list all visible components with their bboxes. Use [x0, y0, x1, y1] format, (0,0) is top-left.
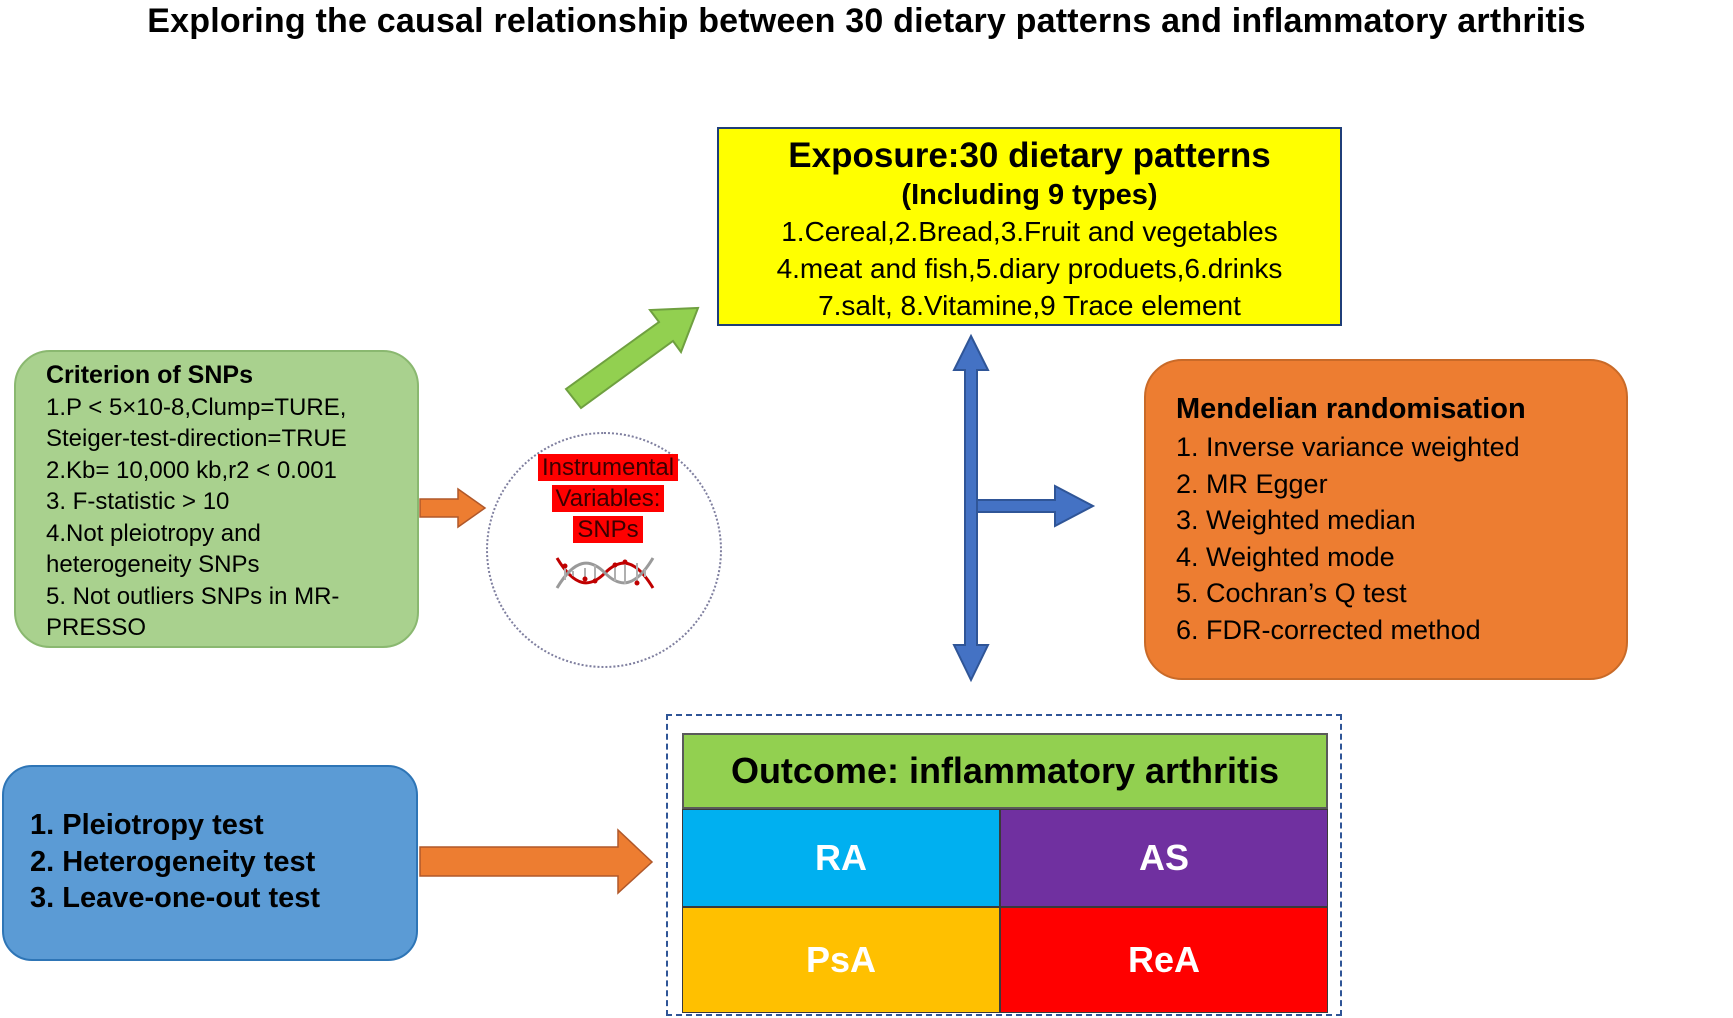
- mendelian-randomisation-box: Mendelian randomisation 1. Inverse varia…: [1144, 359, 1628, 680]
- blue-double-arrow: [952, 333, 990, 683]
- exposure-box: Exposure:30 dietary patterns (Including …: [717, 127, 1342, 326]
- outcome-dashed-frame: [666, 714, 1342, 1016]
- green-arrow: [564, 306, 700, 410]
- exposure-line: 4.meat and fish,5.diary produets,6.drink…: [776, 253, 1283, 284]
- iv-line: Variables:: [551, 485, 665, 512]
- criterion-line: Steiger-test-direction=TRUE: [46, 425, 347, 452]
- outcome-cell-as: AS: [1000, 809, 1328, 907]
- exposure-line: 7.salt, 8.Vitamine,9 Trace element: [818, 290, 1241, 321]
- criterion-line: 4.Not pleiotropy and: [46, 519, 261, 547]
- criterion-line: 2.Kb= 10,000 kb,r2 < 0.001: [46, 456, 337, 484]
- instrumental-variables-circle: [486, 432, 722, 668]
- criterion-line: heterogeneity SNPs: [46, 551, 260, 578]
- iv-line: SNPs: [573, 516, 643, 543]
- iv-line: Instrumental: [537, 454, 679, 481]
- dna-icon: [555, 557, 655, 589]
- test-item: 3. Leave-one-out test: [30, 882, 321, 914]
- outcome-cell-psa: PsA: [682, 907, 1000, 1013]
- mr-item: 2. MR Egger: [1176, 468, 1328, 499]
- diagram-title: Exploring the causal relationship betwee…: [147, 2, 1586, 40]
- criterion-box: Criterion of SNPs 1.P < 5×10-8,Clump=TUR…: [14, 350, 419, 648]
- mr-item: 3. Weighted median: [1176, 505, 1416, 535]
- test-item: 2. Heterogeneity test: [30, 845, 316, 878]
- mr-heading: Mendelian randomisation: [1176, 393, 1526, 425]
- instrumental-variables-label: Instrumental Variables: SNPs: [526, 452, 690, 545]
- exposure-heading: Exposure:30 dietary patterns: [788, 136, 1271, 175]
- criterion-line: 1.P < 5×10-8,Clump=TURE,: [46, 393, 347, 421]
- criterion-line: PRESSO: [46, 614, 147, 641]
- mr-item: 6. FDR-corrected method: [1176, 614, 1481, 645]
- criterion-line: 3. F-statistic > 10: [46, 488, 230, 515]
- mr-item: 1. Inverse variance weighted: [1176, 432, 1520, 462]
- criterion-line: 5. Not outliers SNPs in MR-: [46, 582, 340, 610]
- exposure-subheading: (Including 9 types): [901, 179, 1158, 211]
- test-item: 1. Pleiotropy test: [30, 809, 264, 841]
- outcome-cell-rea: ReA: [1000, 907, 1328, 1013]
- mr-item: 5. Cochran’s Q test: [1176, 578, 1407, 608]
- orange-arrow-tests: [419, 828, 654, 895]
- exposure-line: 1.Cereal,2.Bread,3.Fruit and vegetables: [781, 216, 1278, 247]
- outcome-cell-ra: RA: [682, 809, 1000, 907]
- outcome-heading: Outcome: inflammatory arthritis: [682, 733, 1328, 809]
- sensitivity-tests-box: 1. Pleiotropy test 2. Heterogeneity test…: [2, 765, 418, 961]
- blue-branch-arrow: [976, 484, 1096, 528]
- mr-item: 4. Weighted mode: [1176, 541, 1395, 572]
- criterion-heading: Criterion of SNPs: [46, 361, 253, 389]
- orange-arrow-criterion: [419, 487, 487, 529]
